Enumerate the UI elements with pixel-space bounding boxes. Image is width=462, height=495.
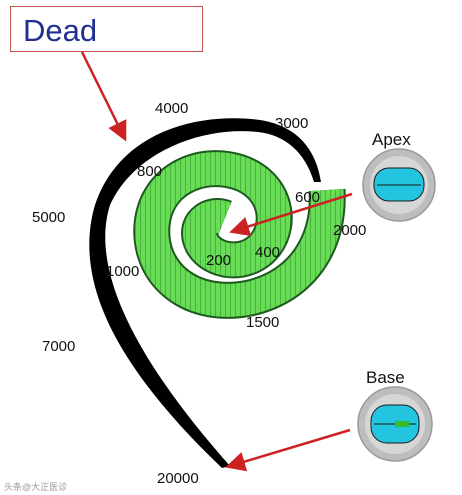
diagram-title: Dead [23,13,98,48]
title-box: Dead [10,6,203,52]
label-7000: 7000 [42,338,75,355]
label-5000: 5000 [32,209,65,226]
label-200: 200 [206,252,231,269]
arrow-base-to-tip [225,428,351,472]
label-400: 400 [255,244,280,261]
label-1000: 1000 [106,263,139,280]
label-20000: 20000 [157,470,199,487]
label-600: 600 [295,189,320,206]
label-800: 800 [137,163,162,180]
apex-label: Apex [372,130,411,149]
arrow-apex-to-center [229,192,353,237]
base-inset: Base [357,368,433,462]
dead-outer-band [89,118,321,469]
green-spiral [133,150,346,319]
label-3000: 3000 [275,115,308,132]
label-1500: 1500 [246,314,279,331]
base-label: Base [366,368,405,387]
label-2000: 2000 [333,222,366,239]
apex-inset: Apex [362,130,436,222]
arrow-dead-to-band [80,51,127,142]
watermark: 头条@大正医诊 [4,481,67,492]
label-4000: 4000 [155,100,188,117]
